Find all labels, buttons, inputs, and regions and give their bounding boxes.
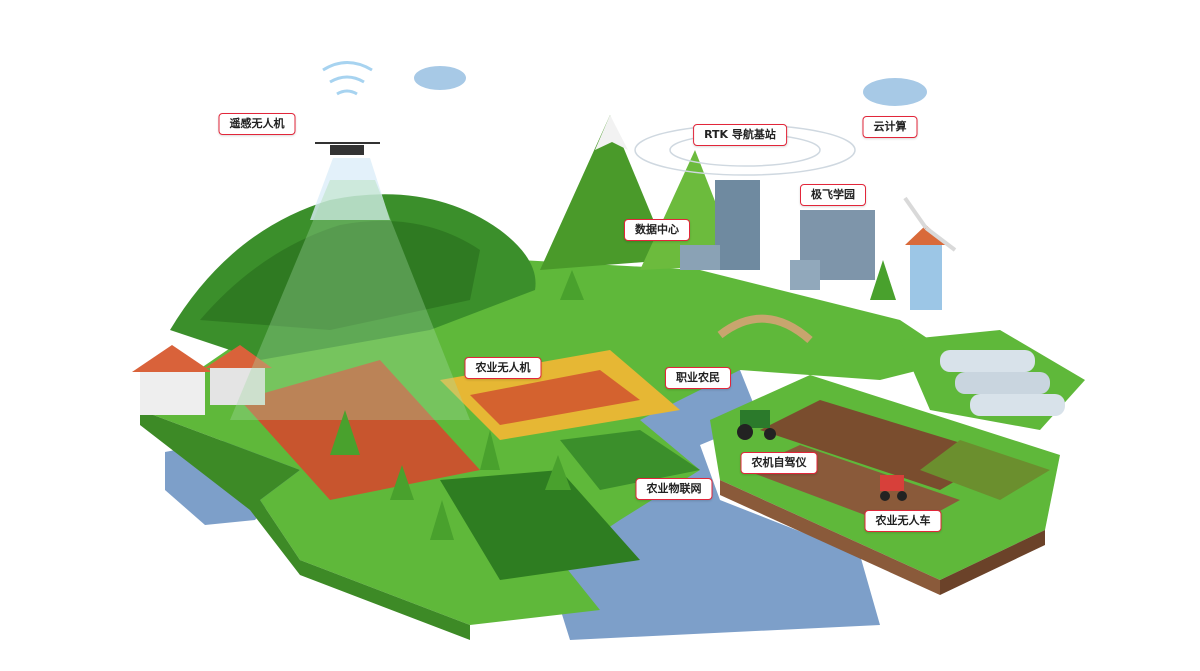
label-professional-farmer: 职业农民 [665,367,731,389]
label-data-center: 数据中心 [624,219,690,241]
label-agri-iot: 农业物联网 [635,478,713,500]
label-rtk-base-station: RTK 导航基站 [693,124,787,146]
label-agri-unmanned-vehicle: 农业无人车 [864,510,942,532]
label-cloud-computing: 云计算 [862,116,918,138]
label-agri-drone: 农业无人机 [464,357,542,379]
label-xaircraft-academy: 极飞学园 [800,184,866,206]
label-autopilot: 农机自驾仪 [740,452,818,474]
label-remote-sensing-drone: 遥感无人机 [218,113,296,135]
